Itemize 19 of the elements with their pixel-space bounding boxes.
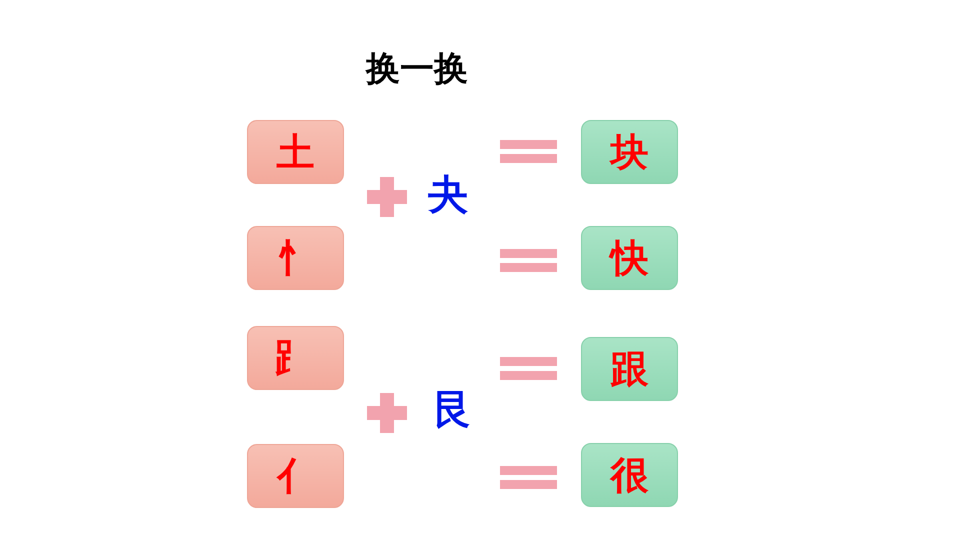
character: 忄 bbox=[276, 239, 314, 277]
radical-card bbox=[247, 444, 344, 508]
character-card bbox=[581, 226, 678, 290]
title: 换一换 bbox=[366, 52, 468, 86]
character: ⻊ bbox=[276, 339, 314, 377]
character: 块 bbox=[610, 133, 648, 171]
radical-card bbox=[247, 226, 344, 290]
character: 土 bbox=[276, 133, 314, 171]
radical-card bbox=[247, 120, 344, 184]
radical-card bbox=[247, 326, 344, 390]
character: 跟 bbox=[610, 350, 648, 388]
character-card bbox=[581, 120, 678, 184]
character: 很 bbox=[610, 456, 648, 494]
component-character: 夬 bbox=[428, 175, 468, 215]
character: 快 bbox=[610, 239, 648, 277]
component-character: 艮 bbox=[433, 390, 473, 430]
character-card bbox=[581, 337, 678, 401]
character-card bbox=[581, 443, 678, 507]
character: 亻 bbox=[276, 457, 314, 495]
